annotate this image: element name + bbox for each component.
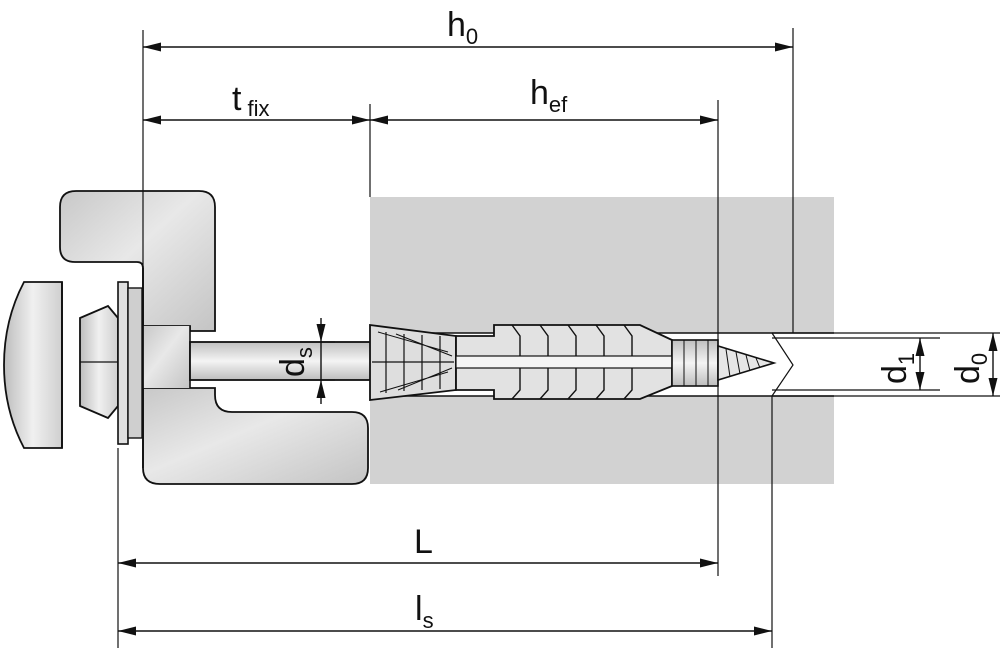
label-ls: ls <box>415 590 434 633</box>
dim-line-h0-arrow-start <box>143 42 161 52</box>
dim-line-tfix-arrow-end <box>352 115 370 125</box>
extension-lines <box>117 28 1000 648</box>
dim-line-d0-arrow-top <box>988 333 998 351</box>
dim-line-ds-arrow-top <box>316 324 326 342</box>
dowel-tip-sleeve-ribs <box>683 340 709 386</box>
dim-line-hef-arrow-end <box>700 115 718 125</box>
dimension-lines <box>118 42 998 636</box>
dim-line-L-arrow-start <box>118 558 136 568</box>
dowel-collar-ribs <box>372 332 454 393</box>
label-h0: h0 <box>447 6 478 49</box>
screw-tip-thread <box>725 348 761 378</box>
fixture-shape-lower <box>142 387 369 485</box>
dim-line-ds-arrow-bottom <box>316 380 326 398</box>
label-hef: hef <box>530 74 568 117</box>
dim-line-ls-arrow-start <box>118 626 136 636</box>
dim-line-L-arrow-end <box>700 558 718 568</box>
drill-hole-end <box>771 332 794 397</box>
dowel-core-slot <box>455 355 673 369</box>
dim-line-h0-arrow-end <box>775 42 793 52</box>
dim-line-ls-arrow-end <box>754 626 772 636</box>
label-d0: d0 <box>949 353 992 384</box>
screw-head-assembly <box>3 281 143 449</box>
washer-seal <box>127 287 143 439</box>
fixture-profile <box>59 190 369 485</box>
fixture-shape <box>59 190 216 332</box>
washer <box>117 281 129 445</box>
label-L: L <box>414 523 433 561</box>
dowel-tip-sleeve <box>671 339 719 387</box>
cover-cap <box>3 281 63 449</box>
dowel-wings <box>377 331 453 393</box>
dim-line-d1-arrow-bottom <box>915 372 925 390</box>
label-d1: d1 <box>876 353 919 384</box>
dim-line-hef-arrow-start <box>370 115 388 125</box>
dim-line-d0-arrow-bottom <box>988 378 998 396</box>
fixture-web <box>143 326 190 388</box>
label-ds: ds <box>274 347 317 377</box>
plastic-dowel <box>369 323 777 402</box>
dim-line-tfix-arrow-start <box>143 115 161 125</box>
dim-line-d1-arrow-top <box>915 338 925 356</box>
